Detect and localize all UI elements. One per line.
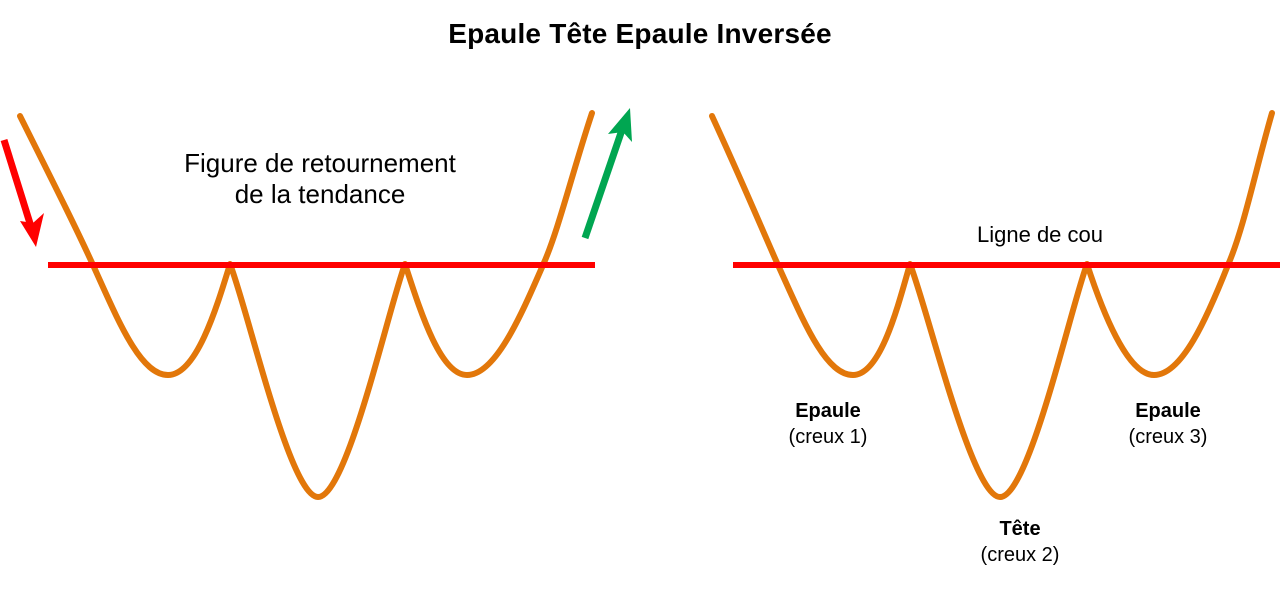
head-title: Tête xyxy=(999,518,1041,540)
shoulder-3-label: Epaule (creux 3) xyxy=(1068,400,1268,449)
trend-reversal-note: Figure de retournement de la tendance xyxy=(130,148,510,209)
trend-note-line-1: Figure de retournement xyxy=(184,148,456,178)
shoulder-1-label: Epaule (creux 1) xyxy=(728,400,928,449)
head-label: Tête (creux 2) xyxy=(920,518,1120,567)
right-panel xyxy=(709,110,1280,500)
shoulder-1-title: Epaule xyxy=(795,400,861,422)
left-price-curve xyxy=(17,110,595,500)
shoulder-1-subtitle: (creux 1) xyxy=(788,425,868,448)
up-trend-arrow xyxy=(581,108,632,240)
left-panel xyxy=(0,108,632,500)
head-subtitle: (creux 2) xyxy=(980,543,1060,566)
down-trend-arrow xyxy=(0,138,44,247)
page-title: Epaule Tête Epaule Inversée xyxy=(448,18,832,49)
trend-note-line-2: de la tendance xyxy=(234,178,406,209)
shoulder-3-subtitle: (creux 3) xyxy=(1128,425,1208,448)
right-price-curve xyxy=(709,110,1275,500)
neckline-label: Ligne de cou xyxy=(977,222,1103,247)
shoulder-3-title: Epaule xyxy=(1135,400,1201,422)
